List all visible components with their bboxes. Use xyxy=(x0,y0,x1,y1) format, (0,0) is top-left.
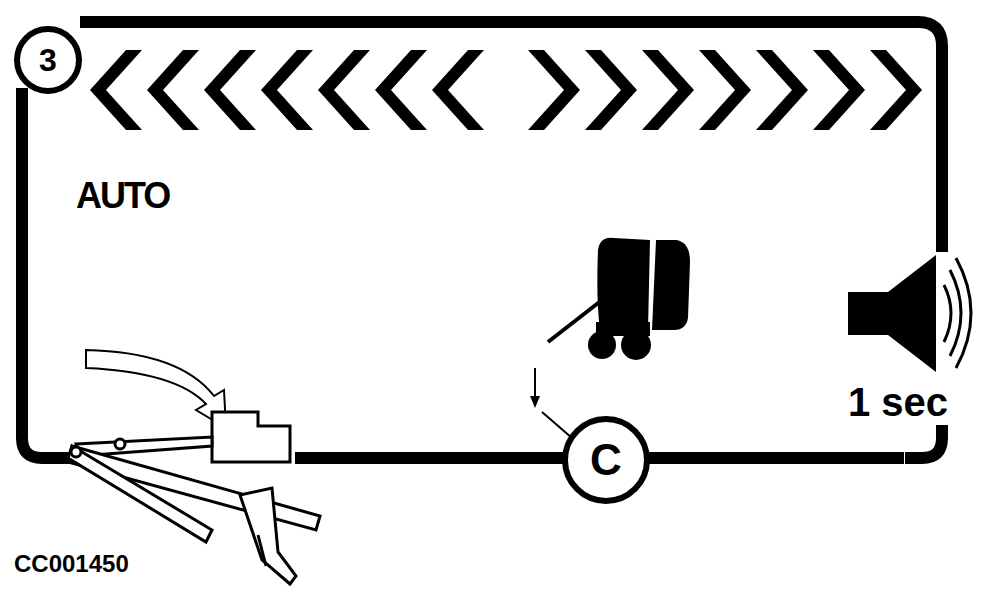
chevron-row xyxy=(90,50,922,130)
callout-circle: C xyxy=(562,416,650,504)
baler-icon xyxy=(548,238,690,360)
display-text: AUTO xyxy=(76,178,169,214)
display-frame xyxy=(22,22,942,458)
leader-line xyxy=(530,368,572,438)
callout-number: C xyxy=(590,438,622,482)
callout-circle: 3 xyxy=(14,26,82,94)
callout-number: 3 xyxy=(39,44,57,76)
figure-code: CC001450 xyxy=(14,552,129,576)
display-frame: AUTO 1 sec xyxy=(10,10,980,480)
display-text: 1 sec xyxy=(848,382,948,422)
hitch-linkage xyxy=(68,350,320,584)
speaker-icon xyxy=(848,255,971,372)
